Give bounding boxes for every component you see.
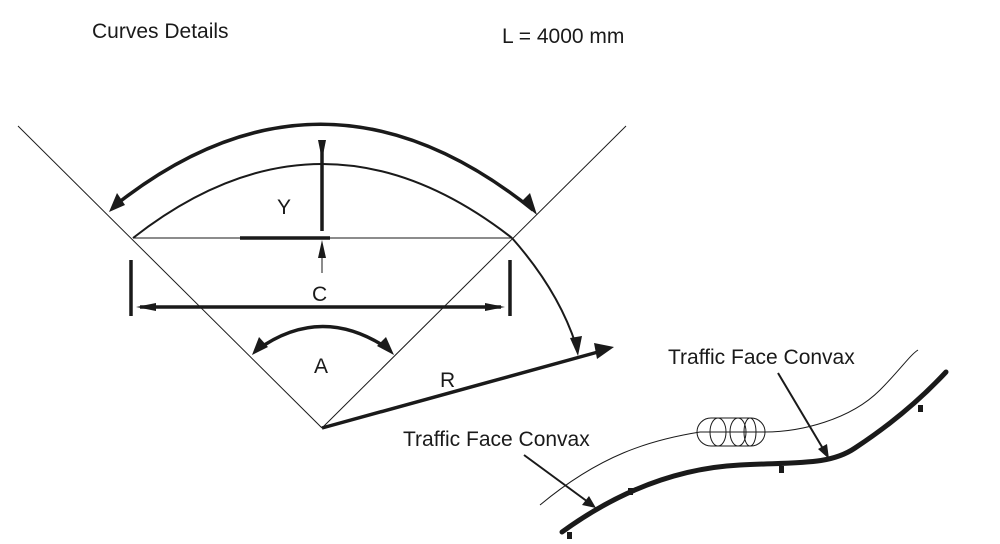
radius-line [321,350,599,430]
radius-arrow [594,343,614,359]
left-guide-line [17,125,323,429]
upper-callout-leader [777,372,826,453]
traffic-face-label-upper: Traffic Face Convax [668,346,855,369]
angle-a-arc [255,324,391,352]
right-guide-line [321,125,627,429]
length-label: L = 4000 mm [502,25,624,48]
lower-callout-arrow [582,496,596,508]
outer-arc-right-arrow [521,193,537,215]
diagram-title: Curves Details [92,20,229,43]
angle-a-right-arrow [377,337,394,355]
outer-arc-left-arrow [109,193,125,212]
barrier-thin-line [539,349,919,506]
y-top-arrow [318,140,326,160]
y-bottom-arrow [318,240,326,258]
radius-swing-arrow [570,336,582,356]
y-label: Y [277,196,291,219]
post-tab-2 [779,466,784,473]
lower-callout-leader [523,454,589,503]
post-tab-4 [567,532,572,539]
post-tab-1 [628,488,633,495]
connector-capsule [696,417,766,447]
outer-dimension-arc [111,122,535,212]
post-tab-3 [918,405,923,412]
radius-swing-arc [511,237,577,346]
c-right-arrow [485,303,505,311]
r-label: R [440,369,455,392]
traffic-face-label-lower: Traffic Face Convax [403,428,590,451]
c-label: C [312,283,327,306]
barrier-thick-line [559,369,949,535]
angle-a-left-arrow [252,337,268,355]
a-label: A [314,355,328,378]
upper-callout-arrow [818,444,829,459]
c-left-arrow [136,303,156,311]
